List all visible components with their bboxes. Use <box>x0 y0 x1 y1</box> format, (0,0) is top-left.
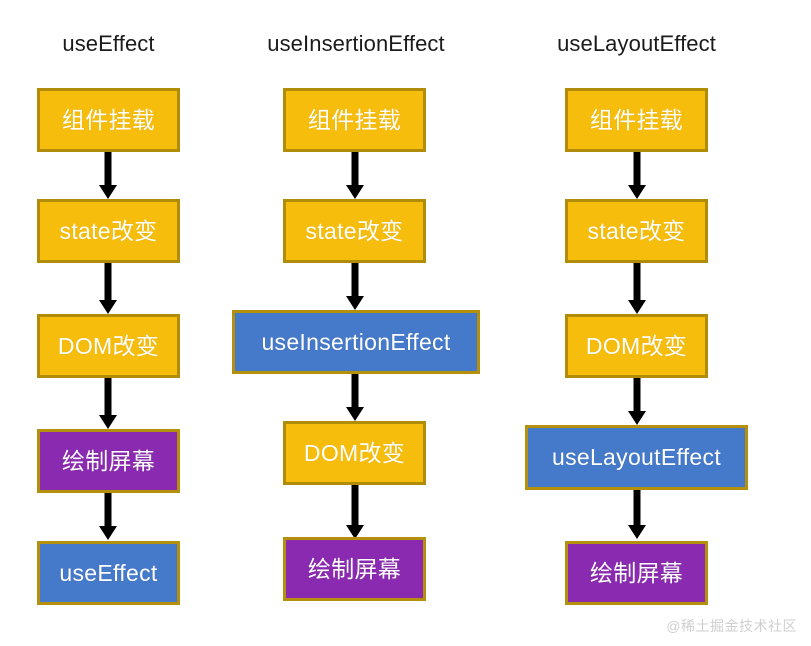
column-title-useeffect: useEffect <box>62 31 155 56</box>
node-col2-state-change: state改变 <box>283 199 426 263</box>
node-col3-dom-change: DOM改变 <box>565 314 708 378</box>
watermark: @稀土掘金技术社区 <box>666 618 797 634</box>
node-col3-state-change: state改变 <box>565 199 708 263</box>
node-col1-component-mount: 组件挂载 <box>37 88 180 152</box>
column-title-useinsertioneffect: useInsertionEffect <box>267 31 445 56</box>
node-col3-component-mount: 组件挂载 <box>565 88 708 152</box>
column-title-uselayouteffect: useLayoutEffect <box>557 31 716 56</box>
node-col1-useeffect: useEffect <box>37 541 180 605</box>
node-col3-uselayouteffect: useLayoutEffect <box>525 425 748 490</box>
node-col2-component-mount: 组件挂载 <box>283 88 426 152</box>
node-col1-paint-screen: 绘制屏幕 <box>37 429 180 493</box>
node-col2-paint-screen: 绘制屏幕 <box>283 537 426 601</box>
node-col2-useinsertioneffect: useInsertionEffect <box>232 310 480 374</box>
node-col1-state-change: state改变 <box>37 199 180 263</box>
node-col2-dom-change: DOM改变 <box>283 421 426 485</box>
node-col1-dom-change: DOM改变 <box>37 314 180 378</box>
node-col3-paint-screen: 绘制屏幕 <box>565 541 708 605</box>
